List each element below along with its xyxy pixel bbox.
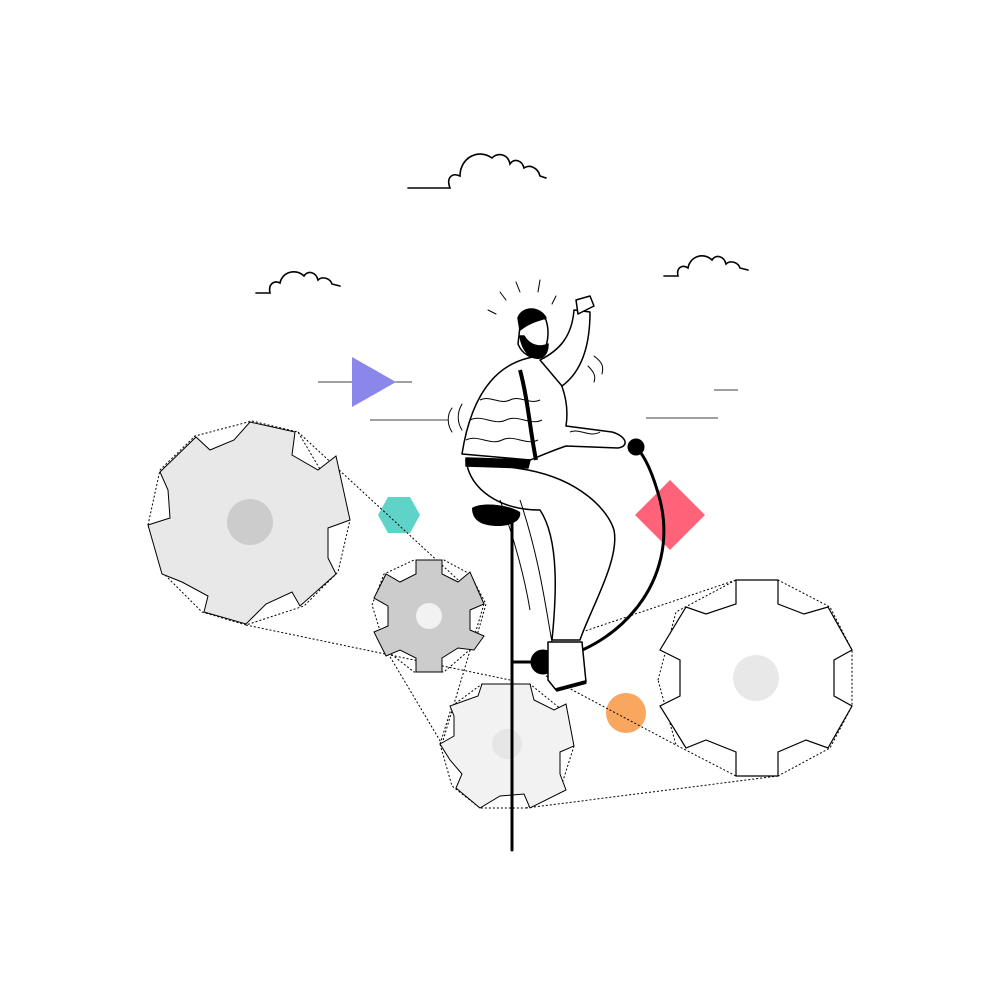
- cloud-icon-right: [663, 255, 749, 277]
- gear-icon-medium: [373, 559, 485, 673]
- diamond-shape: [635, 480, 705, 550]
- cloud-icon-left: [255, 271, 341, 294]
- handlebar-grip: [627, 438, 645, 456]
- cloud-icon-top: [407, 153, 547, 189]
- hexagon-shape: [378, 497, 420, 533]
- triangle-shape: [352, 357, 396, 407]
- gear-icon-right: [659, 579, 853, 777]
- gear-icon-bottom: [439, 683, 575, 809]
- circle-shape: [606, 693, 646, 733]
- excitement-lines: [447, 279, 604, 433]
- gear-icon-large: [147, 421, 351, 625]
- rider-figure: [461, 295, 626, 692]
- bike-seat: [472, 504, 521, 526]
